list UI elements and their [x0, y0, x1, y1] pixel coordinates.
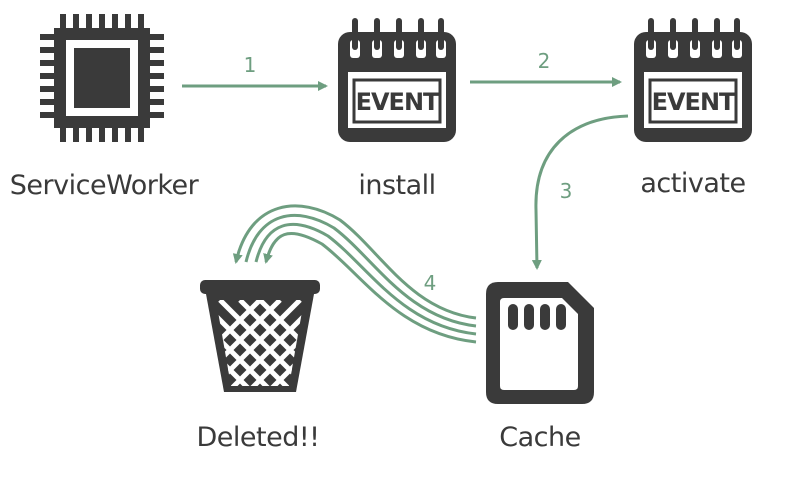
cache-label: Cache [499, 422, 580, 453]
install-label: install [358, 170, 435, 201]
cpu-chip-icon [40, 14, 164, 142]
deleted-label: Deleted!! [197, 422, 320, 453]
arrow-4 [232, 204, 477, 344]
edge-label-2: 2 [538, 49, 551, 73]
service-worker-label: ServiceWorker [10, 170, 200, 201]
edge-label-4: 4 [424, 271, 437, 295]
activate-event-badge: EVENT [652, 88, 736, 116]
trash-bin-icon [200, 280, 320, 392]
calendar-event-icon: EVENT [338, 18, 456, 142]
sd-card-icon [486, 282, 594, 404]
edge-label-3: 3 [560, 179, 573, 203]
install-event-badge: EVENT [356, 88, 440, 116]
activate-label: activate [640, 168, 745, 199]
edge-label-1: 1 [244, 53, 257, 77]
arrow-3 [531, 114, 629, 270]
calendar-event-icon: EVENT [634, 18, 752, 142]
